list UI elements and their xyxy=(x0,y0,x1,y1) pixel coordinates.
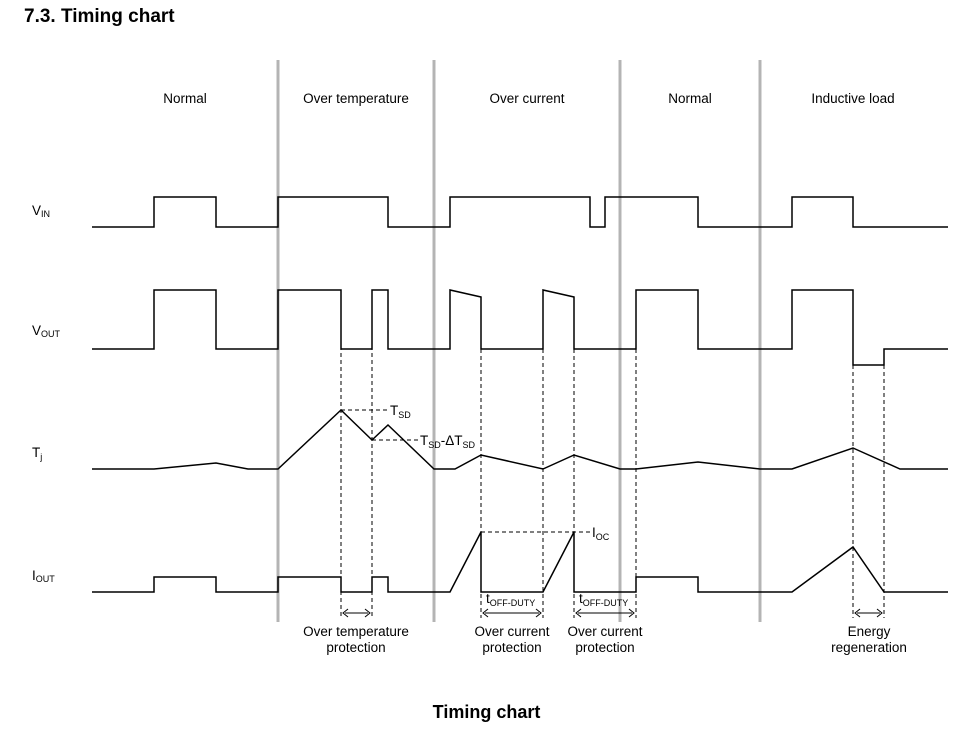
phase-label-inductive-load: Inductive load xyxy=(811,91,894,106)
signal-label-vout: VOUT xyxy=(32,323,61,339)
toff-duty-label: tOFF-DUTY xyxy=(486,591,535,608)
ot-protection-note-line2: protection xyxy=(326,640,385,655)
phase-label-normal-2: Normal xyxy=(668,91,712,106)
signal-label-vin: VIN xyxy=(32,203,50,219)
signal-label-iout: IOUT xyxy=(32,568,55,584)
tj-waveform xyxy=(92,408,948,470)
oc-protection-note-line1: Over current xyxy=(474,624,549,639)
signal-label-tj: Tj xyxy=(32,445,42,462)
phase-label-over-temperature: Over temperature xyxy=(303,91,409,106)
energy-note-line1: Energy xyxy=(848,624,891,639)
ot-protection-note-line1: Over temperature xyxy=(303,624,409,639)
vin-waveform xyxy=(92,196,948,228)
ioc-label: IOC xyxy=(592,525,610,542)
iout-waveform xyxy=(92,531,948,593)
oc-protection-note-2-line2: protection xyxy=(575,640,634,655)
oc-protection-note-2-line1: Over current xyxy=(567,624,642,639)
figure-caption: Timing chart xyxy=(432,702,541,722)
toff-duty-arrowheads-2 xyxy=(575,608,635,618)
phase-label-normal: Normal xyxy=(163,91,207,106)
tsd-label: TSD xyxy=(390,403,411,420)
tsd-minus-label: TSD-ΔTSD xyxy=(420,433,476,450)
section-heading: 7.3. Timing chart xyxy=(24,6,175,27)
toff-duty-arrowheads xyxy=(482,608,542,618)
ot-protection-arrowheads xyxy=(342,608,371,618)
energy-note-line2: regeneration xyxy=(831,640,907,655)
phase-label-over-current: Over current xyxy=(489,91,564,106)
vout-waveform xyxy=(92,289,948,366)
oc-protection-note-line2: protection xyxy=(482,640,541,655)
toff-duty-label-2: tOFF-DUTY xyxy=(579,591,628,608)
energy-arrowheads xyxy=(854,608,883,618)
